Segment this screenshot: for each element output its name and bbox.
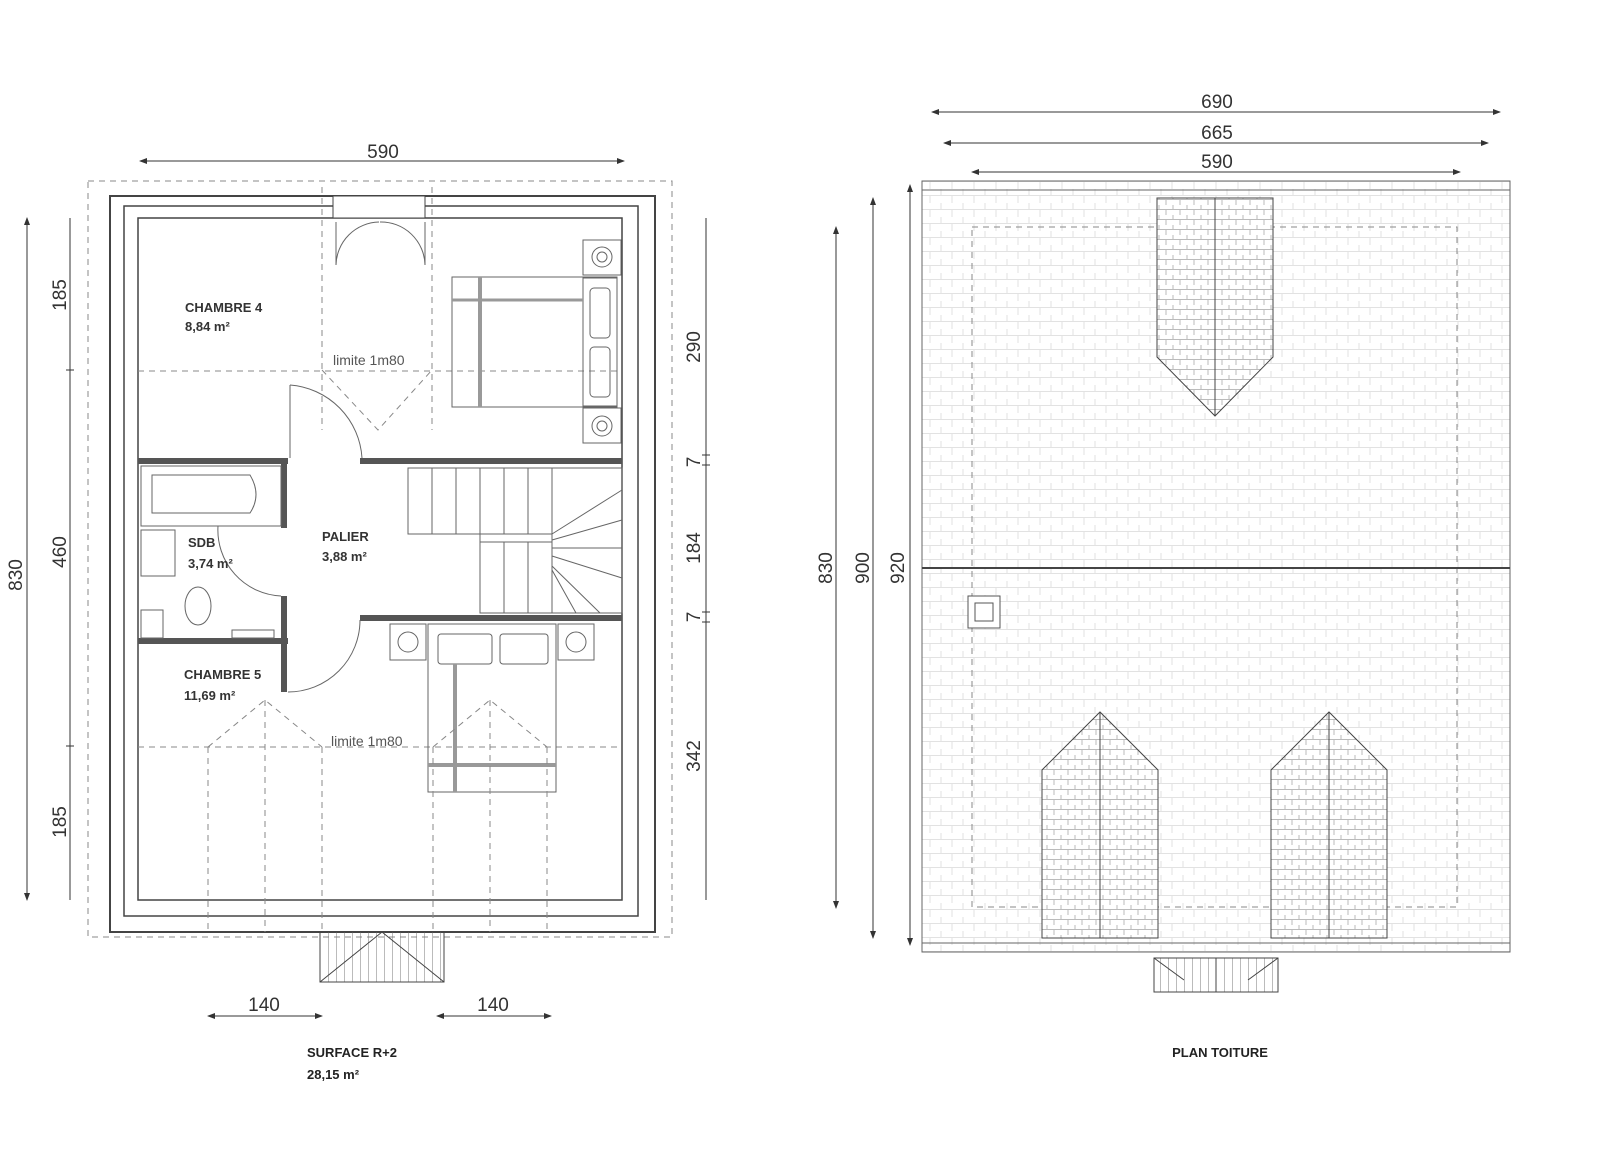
dormer-outline-left [207, 699, 323, 932]
caption-roof-title: PLAN TOITURE [1172, 1045, 1268, 1060]
dim-right-top: 290 [684, 331, 705, 363]
floor-plan-r2: CHAMBRE 4 8,84 m² PALIER 3,88 m² SDB 3,7… [6, 142, 710, 1082]
chimney [967, 595, 1001, 629]
dim-left-outer: 830 [6, 559, 27, 591]
dormer-outline-right [432, 699, 548, 932]
dim-right-gap1: 7 [684, 457, 705, 468]
interior-walls [138, 384, 622, 693]
caption-surface-area: 28,15 m² [307, 1067, 360, 1082]
caption-surface-title: SURFACE R+2 [307, 1045, 397, 1060]
roof-plan-dimensions: 690 665 590 830 900 920 [816, 92, 1501, 946]
room-area-chambre-5: 11,69 m² [184, 688, 236, 703]
floor-plan-dimensions: 590 830 185 460 185 290 7 184 7 342 140 … [6, 142, 710, 1019]
room-area-palier: 3,88 m² [322, 549, 367, 564]
bathroom-fixtures [140, 465, 282, 639]
roof-plan: 690 665 590 830 900 920 PLAN TOITURE [816, 92, 1511, 1060]
room-name-palier: PALIER [322, 529, 369, 544]
footprint-outline [87, 180, 673, 938]
roof-canopy [1153, 957, 1279, 993]
limit-label-top: limite 1m80 [333, 352, 405, 368]
dim-roof-top-outer: 690 [1201, 92, 1233, 113]
room-area-chambre-4: 8,84 m² [185, 319, 230, 334]
room-name-chambre-5: CHAMBRE 5 [184, 667, 261, 682]
roof-window-top [321, 187, 433, 431]
room-area-sdb: 3,74 m² [188, 556, 233, 571]
dim-left-top: 185 [50, 279, 71, 311]
dim-right-middle: 184 [684, 532, 705, 564]
dim-left-middle: 460 [50, 536, 71, 568]
room-name-sdb: SDB [188, 535, 215, 550]
dim-left-bottom: 185 [50, 806, 71, 838]
entrance-canopy [319, 931, 445, 983]
dim-bottom-left: 140 [248, 995, 280, 1016]
dim-roof-top-inner: 590 [1201, 152, 1233, 173]
room-name-chambre-4: CHAMBRE 4 [185, 300, 263, 315]
staircase [407, 467, 623, 614]
dim-roof-top-middle: 665 [1201, 123, 1233, 144]
bed-chambre-4 [451, 239, 622, 444]
dim-roof-left-inner: 830 [816, 552, 837, 584]
dim-right-bottom: 342 [684, 740, 705, 772]
dim-bottom-right: 140 [477, 995, 509, 1016]
bed-chambre-5 [389, 623, 595, 793]
limit-label-bottom: limite 1m80 [331, 733, 403, 749]
dim-roof-left-outer: 920 [888, 552, 909, 584]
dim-right-gap2: 7 [684, 612, 705, 623]
dim-roof-left-middle: 900 [853, 552, 874, 584]
dim-top-width: 590 [367, 142, 399, 163]
